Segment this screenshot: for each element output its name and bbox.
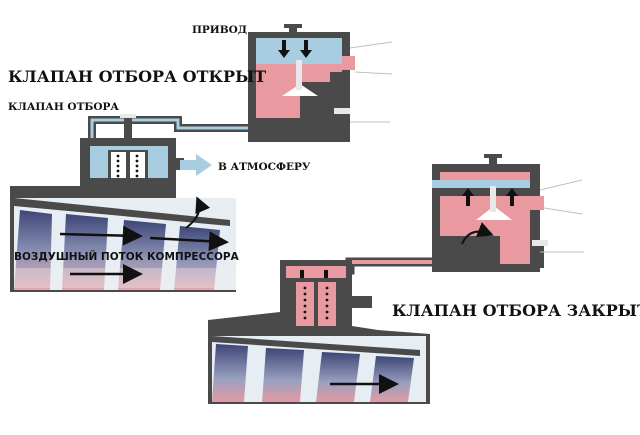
actuator-open-adjust-screw bbox=[338, 112, 346, 136]
label-valve-open: КЛАПАН ОТБОРА ОТКРЫТ bbox=[8, 67, 266, 86]
arrow-right-icon bbox=[180, 154, 212, 176]
airflow-arrow bbox=[59, 225, 143, 246]
compressor-blade bbox=[262, 348, 304, 402]
actuator-open-stem-top bbox=[289, 26, 297, 36]
label-compressor-airflow: ВОЗДУШНЫЙ ПОТОК КОМПРЕССОРА bbox=[14, 250, 240, 263]
compressor-blade bbox=[62, 214, 108, 290]
bleed-arrow bbox=[185, 196, 211, 229]
label-valve-closed: КЛАПАН ОТБОРА ЗАКРЫТ bbox=[392, 301, 640, 320]
actuator-open bbox=[248, 24, 393, 142]
bleed-valve-closed-chamber bbox=[286, 266, 346, 278]
label-drive: ПРИВОД bbox=[192, 24, 247, 36]
actuator-closed-adjust-screw bbox=[536, 244, 544, 268]
actuator-closed bbox=[432, 154, 584, 272]
label-to-atmosphere: В АТМОСФЕРУ bbox=[218, 161, 311, 173]
compressor-blade bbox=[370, 356, 414, 402]
arrow-down-icon bbox=[278, 40, 290, 58]
compressor-open bbox=[10, 178, 236, 292]
compressor-blade bbox=[14, 210, 52, 290]
bleed-valve-closed bbox=[280, 260, 372, 336]
compressor-blade bbox=[212, 344, 248, 402]
actuator-closed-poppet bbox=[476, 206, 512, 220]
actuator-open-port bbox=[342, 56, 355, 70]
actuator-closed-diaphragm bbox=[432, 180, 530, 188]
arrow-up-icon bbox=[462, 188, 474, 206]
compressor-blade bbox=[316, 352, 360, 402]
label-bleed-valve: КЛАПАН ОТБОРА bbox=[8, 101, 119, 113]
signal-line-open bbox=[88, 116, 248, 150]
actuator-open-low-pressure bbox=[256, 38, 342, 64]
arrow-down-icon bbox=[300, 40, 312, 58]
flow-arrow bbox=[461, 222, 494, 245]
airflow-arrow bbox=[149, 231, 229, 252]
compressor-closed bbox=[208, 312, 430, 404]
arrow-up-icon bbox=[506, 188, 518, 206]
